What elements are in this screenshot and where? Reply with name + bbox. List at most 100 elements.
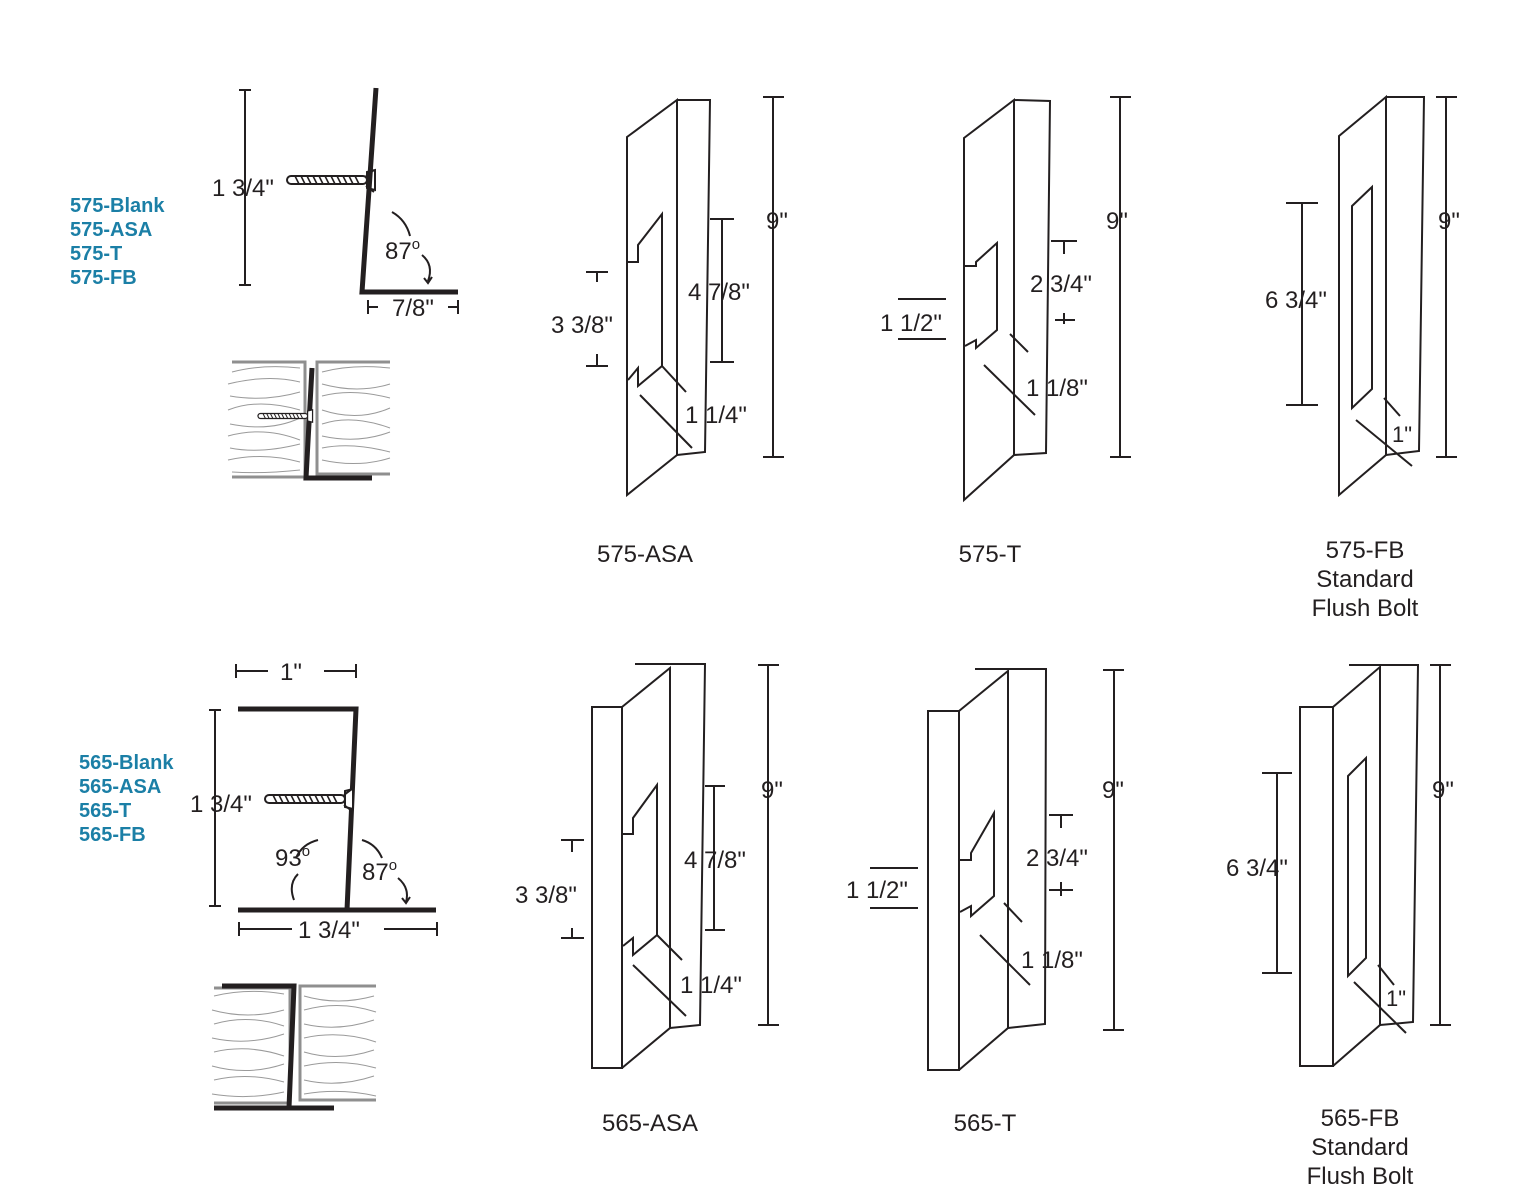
installed-section-575 [227,360,391,481]
top-dimension-label: 1" [280,659,302,686]
plate-side [1385,96,1426,456]
length-label: 9" [766,208,788,235]
plate-575-t: 9" 2 3/4" 1 1/2" 1 1/8" [880,96,1131,503]
lip-leader [639,365,693,449]
profile-575: 1 3/4" 87o 7/8" [212,87,459,322]
cutout-height-label: 6 3/4" [1226,855,1288,882]
length-dimension-line [763,96,784,458]
cutout-dimension-line [1051,240,1077,324]
strike-cutout [627,211,663,389]
height-dimension-line [209,709,221,907]
caption-565-fb: 565-FB Standard Flush Bolt [1285,1104,1435,1191]
series-label: 565-T [79,800,132,822]
series-label: 565-Blank [79,752,174,774]
series-label: 575-Blank [70,195,165,217]
plate-side [676,99,712,456]
astragal-profile [238,706,436,913]
lip-leader [983,333,1036,416]
angle-left-label: 93o [275,843,310,872]
offset-dimension-line [898,298,946,340]
leg-dimension-label: 7/8" [392,295,434,322]
series-label: 575-FB [70,267,137,289]
offset-label: 3 3/8" [515,882,577,909]
series-575-list: 575-Blank 575-ASA 575-T 575-FB [70,194,165,290]
plate-565-t: 9" 2 3/4" 1 1/2" 1 1/8" [846,668,1124,1071]
angle-arc-left-lower [290,873,299,901]
offset-dimension-line [561,839,584,939]
length-dimension-line [1110,96,1131,458]
series-565-list: 565-Blank 565-ASA 565-T 565-FB [79,751,174,847]
offset-dimension-line [586,271,608,367]
length-dimension-line [758,664,779,1026]
screw-icon [264,788,354,810]
cutout-dimension-line [705,785,725,931]
length-dimension-line [1436,96,1457,458]
plate-575-asa: 9" 4 7/8" 3 3/8" 1 1/4" [551,96,788,498]
angle-arc-right [361,839,383,859]
angle-right-label: 87o [362,857,397,886]
cutout-dimension-line [1286,202,1318,406]
base-dimension-label: 1 3/4" [298,917,360,944]
angle-arc-left [295,839,319,859]
strike-cutout [964,240,998,351]
height-dimension-line [239,89,251,286]
height-dimension-label: 1 3/4" [212,175,274,202]
series-label: 575-T [70,243,123,265]
plate-side [975,668,1048,1029]
strike-cutout [959,809,995,919]
plate-face [626,98,678,498]
offset-label: 1 1/2" [846,877,908,904]
cutout-height-label: 4 7/8" [688,279,750,306]
lip-label: 1 1/4" [680,972,742,999]
length-label: 9" [1102,777,1124,804]
plate-face [1332,664,1381,1067]
flush-bolt-slot [1351,184,1373,411]
screw-seat [365,169,375,193]
screw-icon [286,169,376,191]
caption-line: 565-FB [1320,1105,1400,1132]
astragal-profile [359,87,458,295]
offset-dimension-line [870,867,918,909]
base-dimension-line [238,922,438,936]
length-label: 9" [761,777,783,804]
series-label: 565-ASA [79,776,162,798]
installed-astragal [303,367,372,481]
plate-face [963,97,1015,503]
angle-arrow-icon [421,254,433,285]
lip-leader [632,934,687,1017]
cutout-height-label: 2 3/4" [1030,271,1092,298]
cutout-dimension-line [1049,814,1073,896]
cutout-height-label: 6 3/4" [1265,287,1327,314]
caption-line: Flush Bolt [1311,595,1419,622]
series-label: 575-ASA [70,219,153,241]
length-label: 9" [1432,777,1454,804]
strike-cutout [622,781,658,958]
caption-565-t: 565-T [953,1110,1017,1137]
caption-line: Standard [1316,566,1414,593]
plate-side [635,663,707,1029]
installed-section-565 [211,983,377,1111]
caption-line: 575-FB [1325,537,1405,564]
offset-label: 1 1/2" [880,310,942,337]
leg-dimension-line [367,300,459,314]
length-label: 9" [1438,208,1460,235]
plate-575-fb: 9" 6 3/4" 1" [1265,94,1460,498]
caption-575-t: 575-T [958,541,1022,568]
screw-seat [343,788,353,812]
wood-right-icon [315,360,391,476]
plate-side [1013,99,1052,456]
plate-face [958,668,1009,1071]
length-dimension-line [1430,664,1451,1026]
angle-arc-upper [391,211,411,237]
length-dimension-line [1103,669,1124,1031]
caption-565-asa: 565-ASA [601,1110,699,1137]
plate-back-leaf [591,706,623,1069]
angle-label: 87o [385,236,420,265]
cutout-dimension-line [710,218,734,363]
caption-line: Flush Bolt [1306,1163,1414,1190]
caption-575-asa: 575-ASA [596,541,694,568]
series-label: 565-FB [79,824,146,846]
height-dimension-label: 1 3/4" [190,791,252,818]
profile-565: 1" 1 3/4" 93o 87o 1 3/4" [190,659,438,944]
